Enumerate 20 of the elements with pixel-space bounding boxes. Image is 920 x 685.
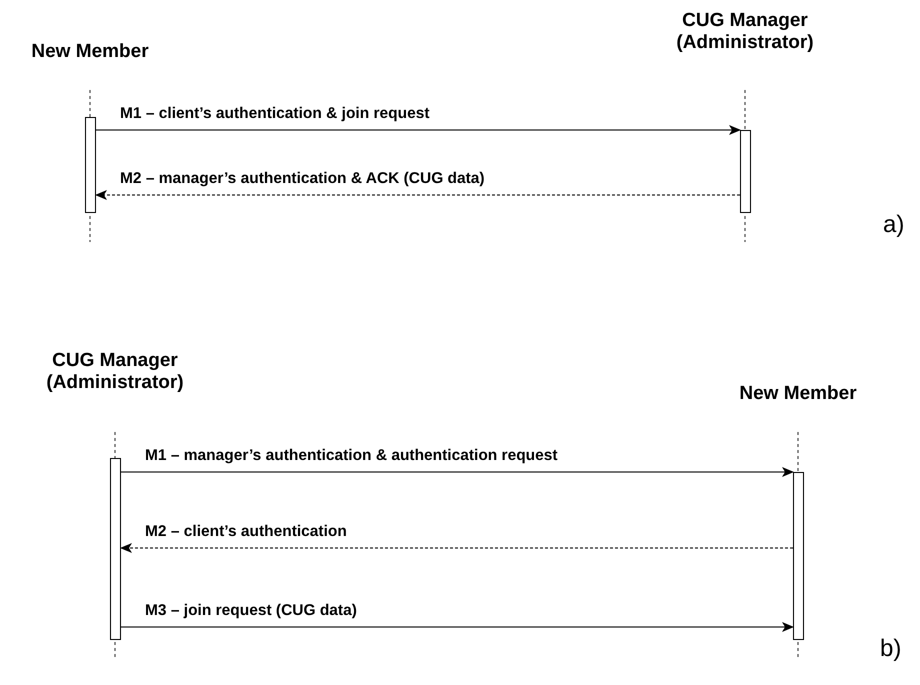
- participant-label: CUG Manager (Administrator): [615, 10, 875, 54]
- message-label: M2 – manager’s authentication & ACK (CUG data): [120, 170, 485, 188]
- message-label: M1 – manager’s authentication & authentication request: [145, 447, 558, 465]
- message-arrow: [120, 543, 794, 553]
- panel-label: b): [880, 636, 902, 662]
- participant-label: New Member: [0, 41, 220, 63]
- activation-bar: [85, 117, 96, 213]
- message-arrow: [120, 622, 794, 632]
- panel-label: a): [883, 212, 904, 238]
- participant-label: New Member: [668, 383, 920, 405]
- message-arrow: [120, 467, 794, 477]
- message-label: M3 – join request (CUG data): [145, 602, 357, 620]
- message-arrow: [95, 190, 740, 200]
- activation-bar: [110, 458, 121, 640]
- message-arrow: [96, 125, 741, 135]
- activation-bar: [740, 130, 751, 213]
- message-label: M1 – client’s authentication & join request: [120, 105, 430, 123]
- participant-label: CUG Manager (Administrator): [0, 350, 245, 394]
- message-label: M2 – client’s authentication: [145, 523, 347, 541]
- activation-bar: [793, 472, 804, 640]
